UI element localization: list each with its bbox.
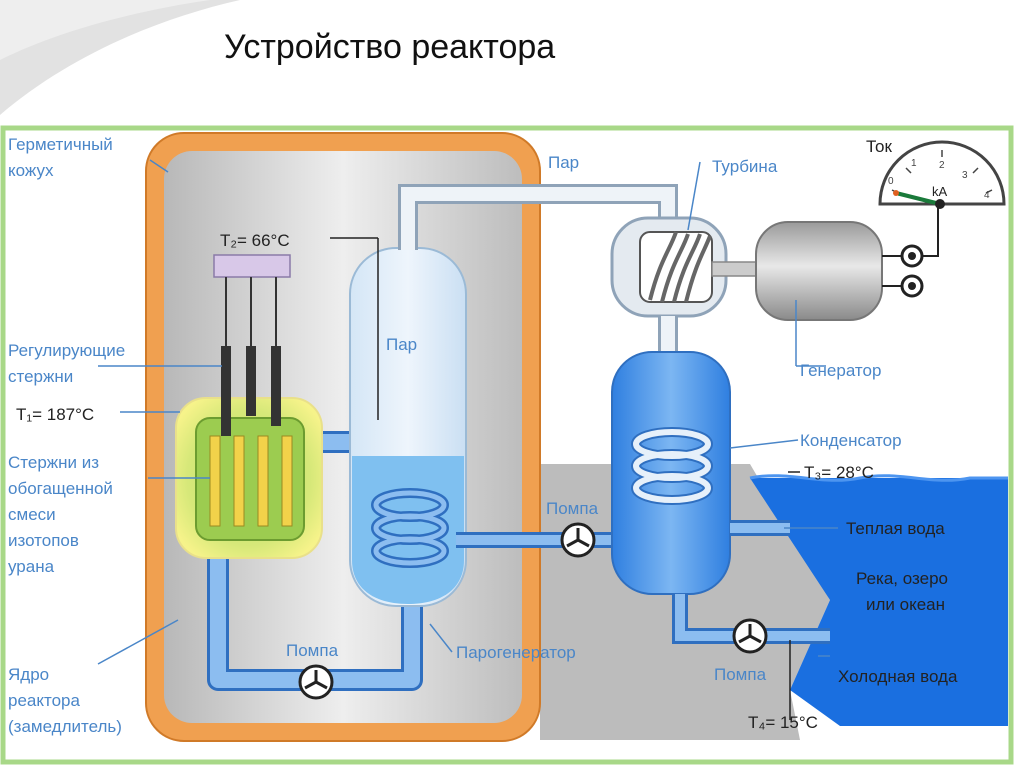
label-hermetic-1: Герметичный: [8, 135, 113, 154]
label-turbine: Турбина: [712, 157, 778, 176]
label-generator: Генератор: [800, 361, 881, 380]
label-t1: T₁= 187°C: [16, 405, 94, 424]
label-hermetic-2: кожух: [8, 161, 54, 180]
label-fuel-2: обогащенной: [8, 479, 113, 498]
label-pump-middle: Помпа: [546, 499, 599, 518]
label-condenser: Конденсатор: [800, 431, 902, 450]
label-warm-water: Теплая вода: [846, 519, 945, 538]
label-t4: T₄= 15°C: [748, 713, 818, 732]
ammeter-tick-4: 4: [984, 190, 990, 201]
ammeter-tick-0: 0: [888, 176, 894, 187]
river-water: [750, 478, 1008, 726]
label-river-2: или океан: [866, 595, 945, 614]
ammeter-tick-3: 3: [962, 170, 968, 181]
pump-middle: [560, 522, 596, 558]
fuel-rods: [209, 435, 293, 527]
control-rods: [225, 277, 277, 346]
control-rod-drive: [213, 254, 291, 278]
label-core-3: (замедлитель): [8, 717, 122, 736]
label-steam-generator: Парогенератор: [456, 643, 576, 662]
label-steam-top: Пар: [548, 153, 579, 172]
label-river-1: Река, озеро: [856, 569, 948, 588]
page-title: Устройство реактора: [224, 28, 556, 66]
turbine-rotor: [648, 231, 712, 303]
pump-cooling: [732, 618, 768, 654]
reactor-core: [195, 417, 305, 541]
pump-primary: [298, 664, 334, 700]
label-t2: T₂= 66°C: [220, 231, 290, 250]
label-fuel-1: Стержни из: [8, 453, 99, 472]
label-fuel-4: изотопов: [8, 531, 79, 550]
ammeter-tick-1: 1: [911, 158, 917, 169]
label-rods-1: Регулирующие: [8, 341, 125, 360]
label-steam-in-generator: Пар: [386, 335, 417, 354]
label-core-2: реактора: [8, 691, 80, 710]
ammeter-tick-2: 2: [939, 160, 945, 171]
label-core-1: Ядро: [8, 665, 49, 684]
ammeter: [878, 140, 1006, 206]
label-fuel-3: смеси: [8, 505, 56, 524]
label-fuel-5: урана: [8, 557, 55, 576]
label-pump-primary: Помпа: [286, 641, 339, 660]
label-pump-cooling: Помпа: [714, 665, 767, 684]
ammeter-needle: [895, 191, 941, 206]
label-rods-2: стержни: [8, 367, 73, 386]
label-t3: T₃= 28°C: [804, 463, 874, 482]
generator: [755, 221, 883, 321]
label-current: Ток: [866, 137, 893, 156]
label-cold-water: Холодная вода: [838, 667, 958, 686]
ammeter-unit: kA: [932, 184, 948, 199]
